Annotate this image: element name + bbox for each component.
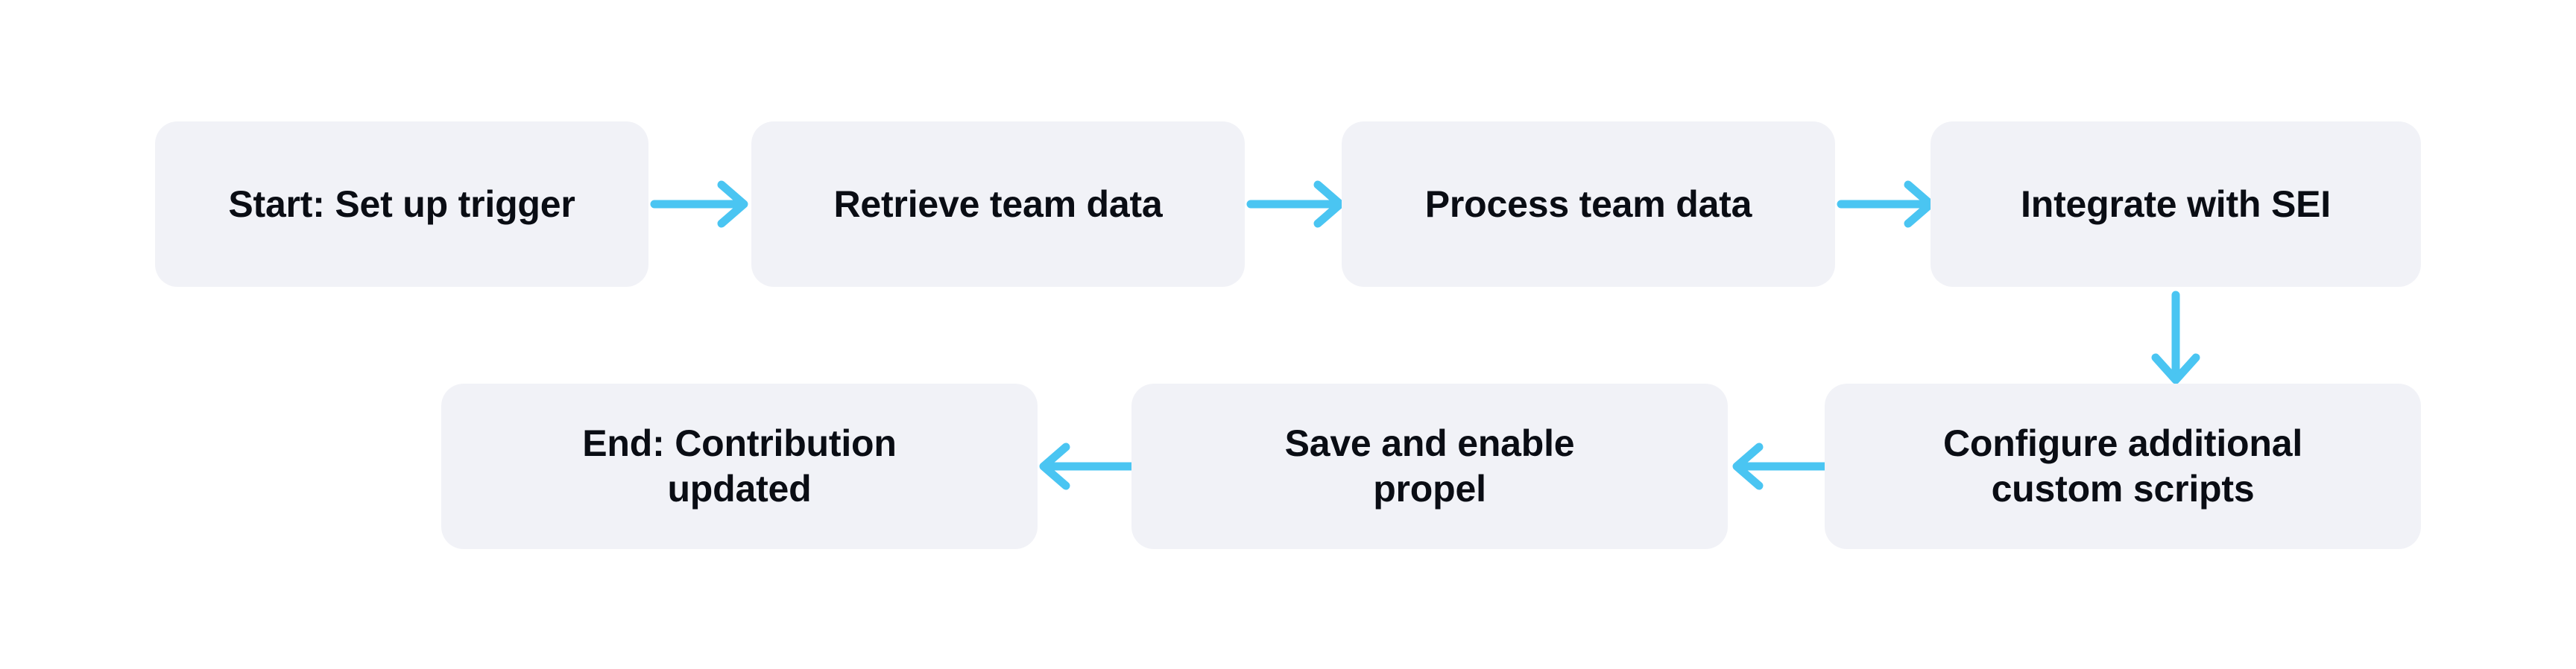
arrow-left-icon-save-to-end xyxy=(1039,443,1137,490)
flow-node-process-team-data[interactable]: Process team data xyxy=(1342,121,1835,287)
flow-node-integrate-with-sei-label: Integrate with SEI xyxy=(2021,183,2331,225)
arrow-right-icon-start-to-retrieve xyxy=(650,180,748,228)
flow-node-integrate-with-sei[interactable]: Integrate with SEI xyxy=(1931,121,2421,287)
arrow-right-icon-process-to-integrate xyxy=(1837,180,1935,228)
flow-node-start-label: Start: Set up trigger xyxy=(228,183,575,225)
flow-node-retrieve-team-data-label: Retrieve team data xyxy=(833,183,1163,225)
flow-node-process-team-data-label: Process team data xyxy=(1424,183,1752,225)
flow-node-save-and-enable-propel[interactable]: Save and enable propel xyxy=(1131,384,1728,549)
flow-node-end-contribution-updated-label: End: Contribution updated xyxy=(582,422,897,510)
flow-node-configure-additional-custom-scripts[interactable]: Configure additional custom scripts xyxy=(1825,384,2421,549)
flow-node-end-contribution-updated[interactable]: End: Contribution updated xyxy=(441,384,1038,549)
flow-node-save-and-enable-propel-label: Save and enable propel xyxy=(1284,422,1575,510)
arrow-right-icon-retrieve-to-process xyxy=(1246,180,1345,228)
flow-node-retrieve-team-data[interactable]: Retrieve team data xyxy=(751,121,1245,287)
arrow-down-icon-integrate-to-configure xyxy=(2151,291,2200,384)
arrow-left-icon-configure-to-save xyxy=(1732,443,1831,490)
flow-node-start[interactable]: Start: Set up trigger xyxy=(155,121,648,287)
flow-node-configure-additional-custom-scripts-label: Configure additional custom scripts xyxy=(1942,422,2303,510)
